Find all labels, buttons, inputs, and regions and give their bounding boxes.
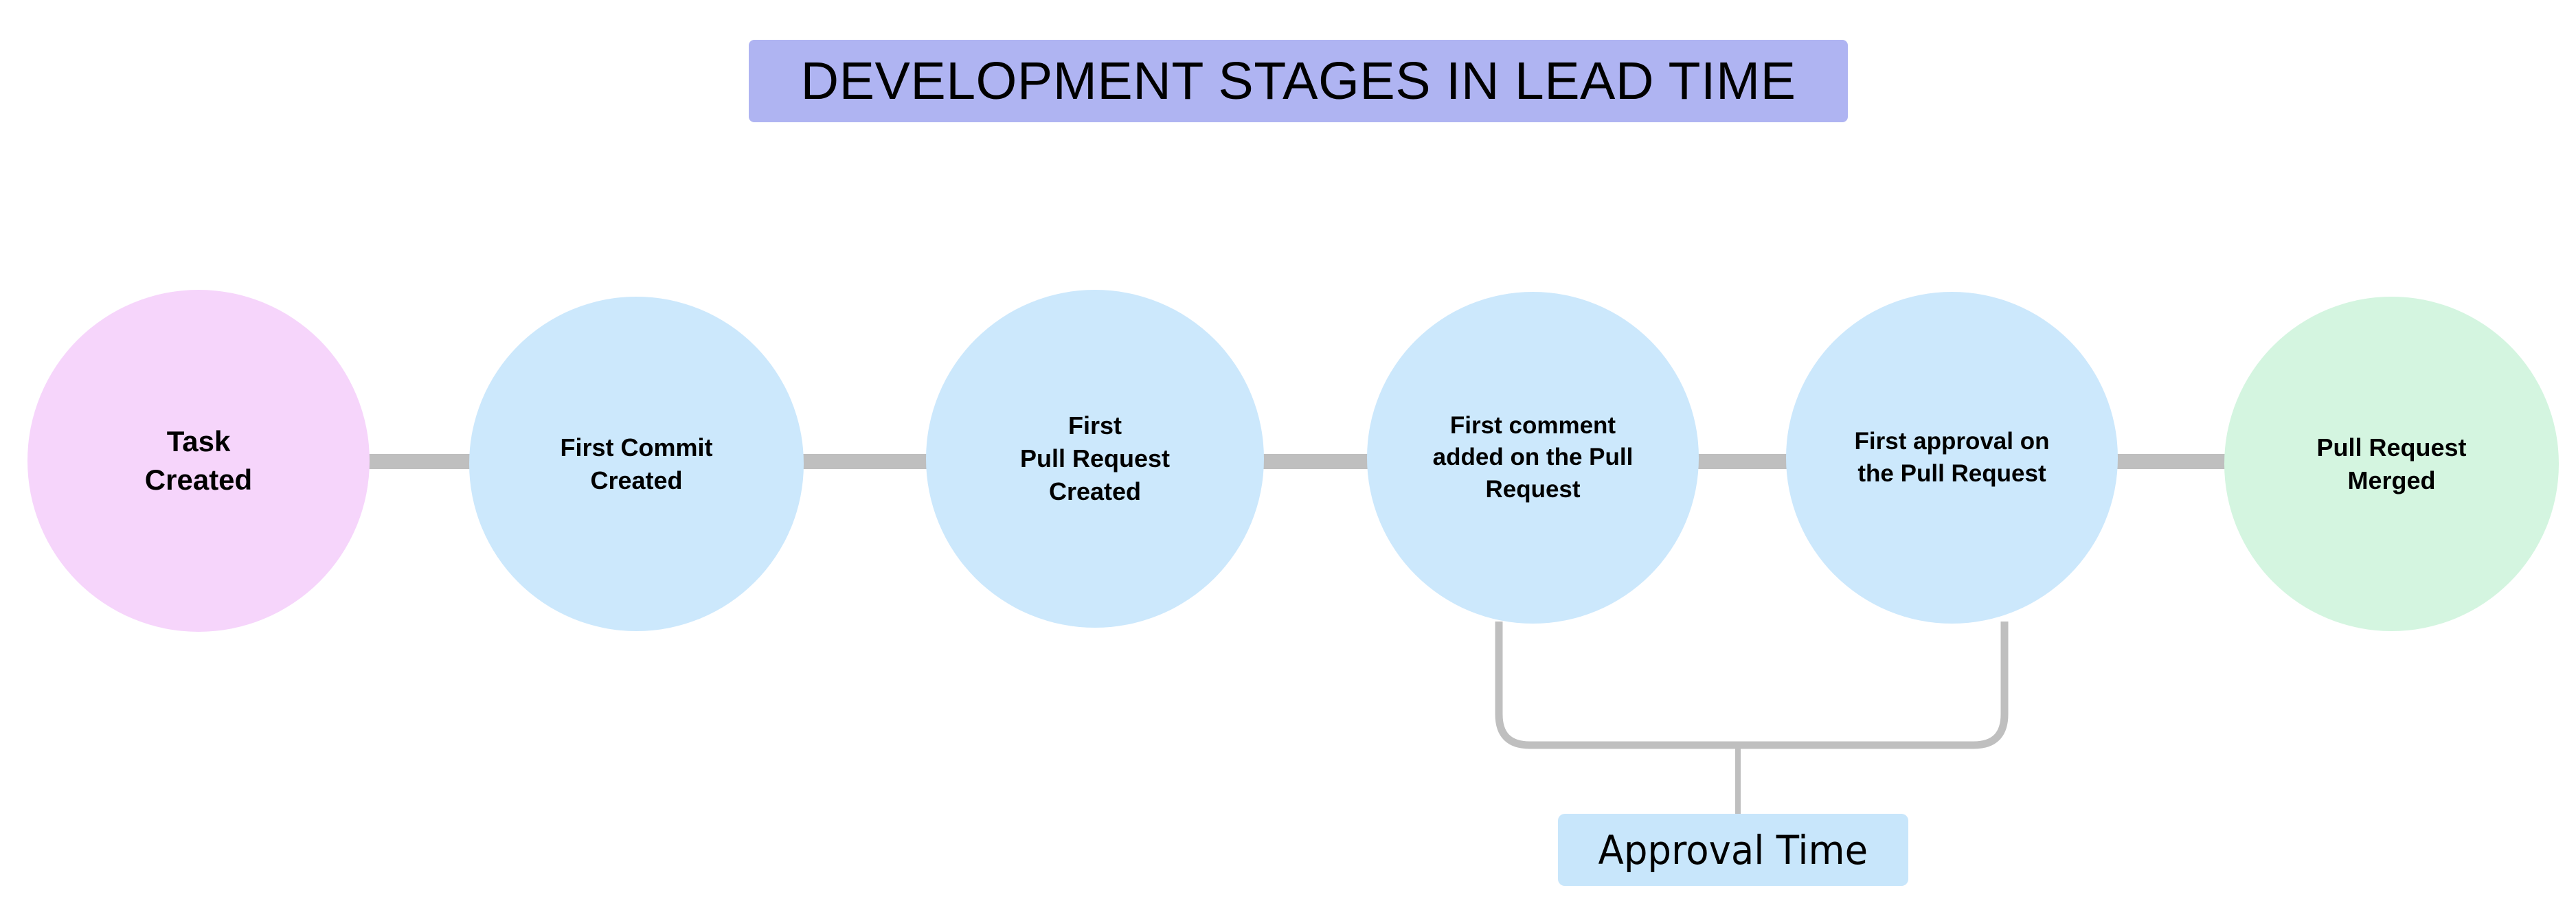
stage-label-first-commit-created: First Commit Created [560,433,713,494]
stage-node-task-created[interactable]: Task Created [27,290,370,632]
stage-node-pull-request-merged[interactable]: Pull Request Merged [2224,297,2559,631]
stage-node-first-comment-on-pr[interactable]: First comment added on the Pull Request [1367,292,1699,624]
stage-node-first-approval-on-pr[interactable]: First approval on the Pull Request [1786,292,2118,624]
diagram-title-banner: DEVELOPMENT STAGES IN LEAD TIME [749,40,1848,122]
approval-time-label-box[interactable]: Approval Time [1558,814,1908,886]
connector-first-pull-request-created-to-first-comment-on-pr [1252,454,1377,469]
connector-first-commit-created-to-first-pull-request-created [793,454,934,469]
stage-label-first-comment-on-pr: First comment added on the Pull Request [1432,411,1634,503]
stage-label-first-pull-request-created: First Pull Request Created [1019,411,1171,505]
connector-first-comment-on-pr-to-first-approval-on-pr [1686,454,1796,469]
connector-task-created-to-first-commit-created [357,454,481,469]
connector-first-approval-on-pr-to-pull-request-merged [2105,454,2235,469]
stage-node-first-commit-created[interactable]: First Commit Created [469,297,804,631]
stage-label-task-created: Task Created [144,425,253,496]
bracket-path [1495,622,2009,749]
approval-time-label-text: Approval Time [1598,826,1868,874]
stage-label-pull-request-merged: Pull Request Merged [2316,433,2467,494]
stage-label-first-approval-on-pr: First approval on the Pull Request [1854,427,2050,487]
approval-time-bracket [1495,622,2009,819]
stage-node-first-pull-request-created[interactable]: First Pull Request Created [926,290,1264,628]
page-title: DEVELOPMENT STAGES IN LEAD TIME [800,51,1796,111]
